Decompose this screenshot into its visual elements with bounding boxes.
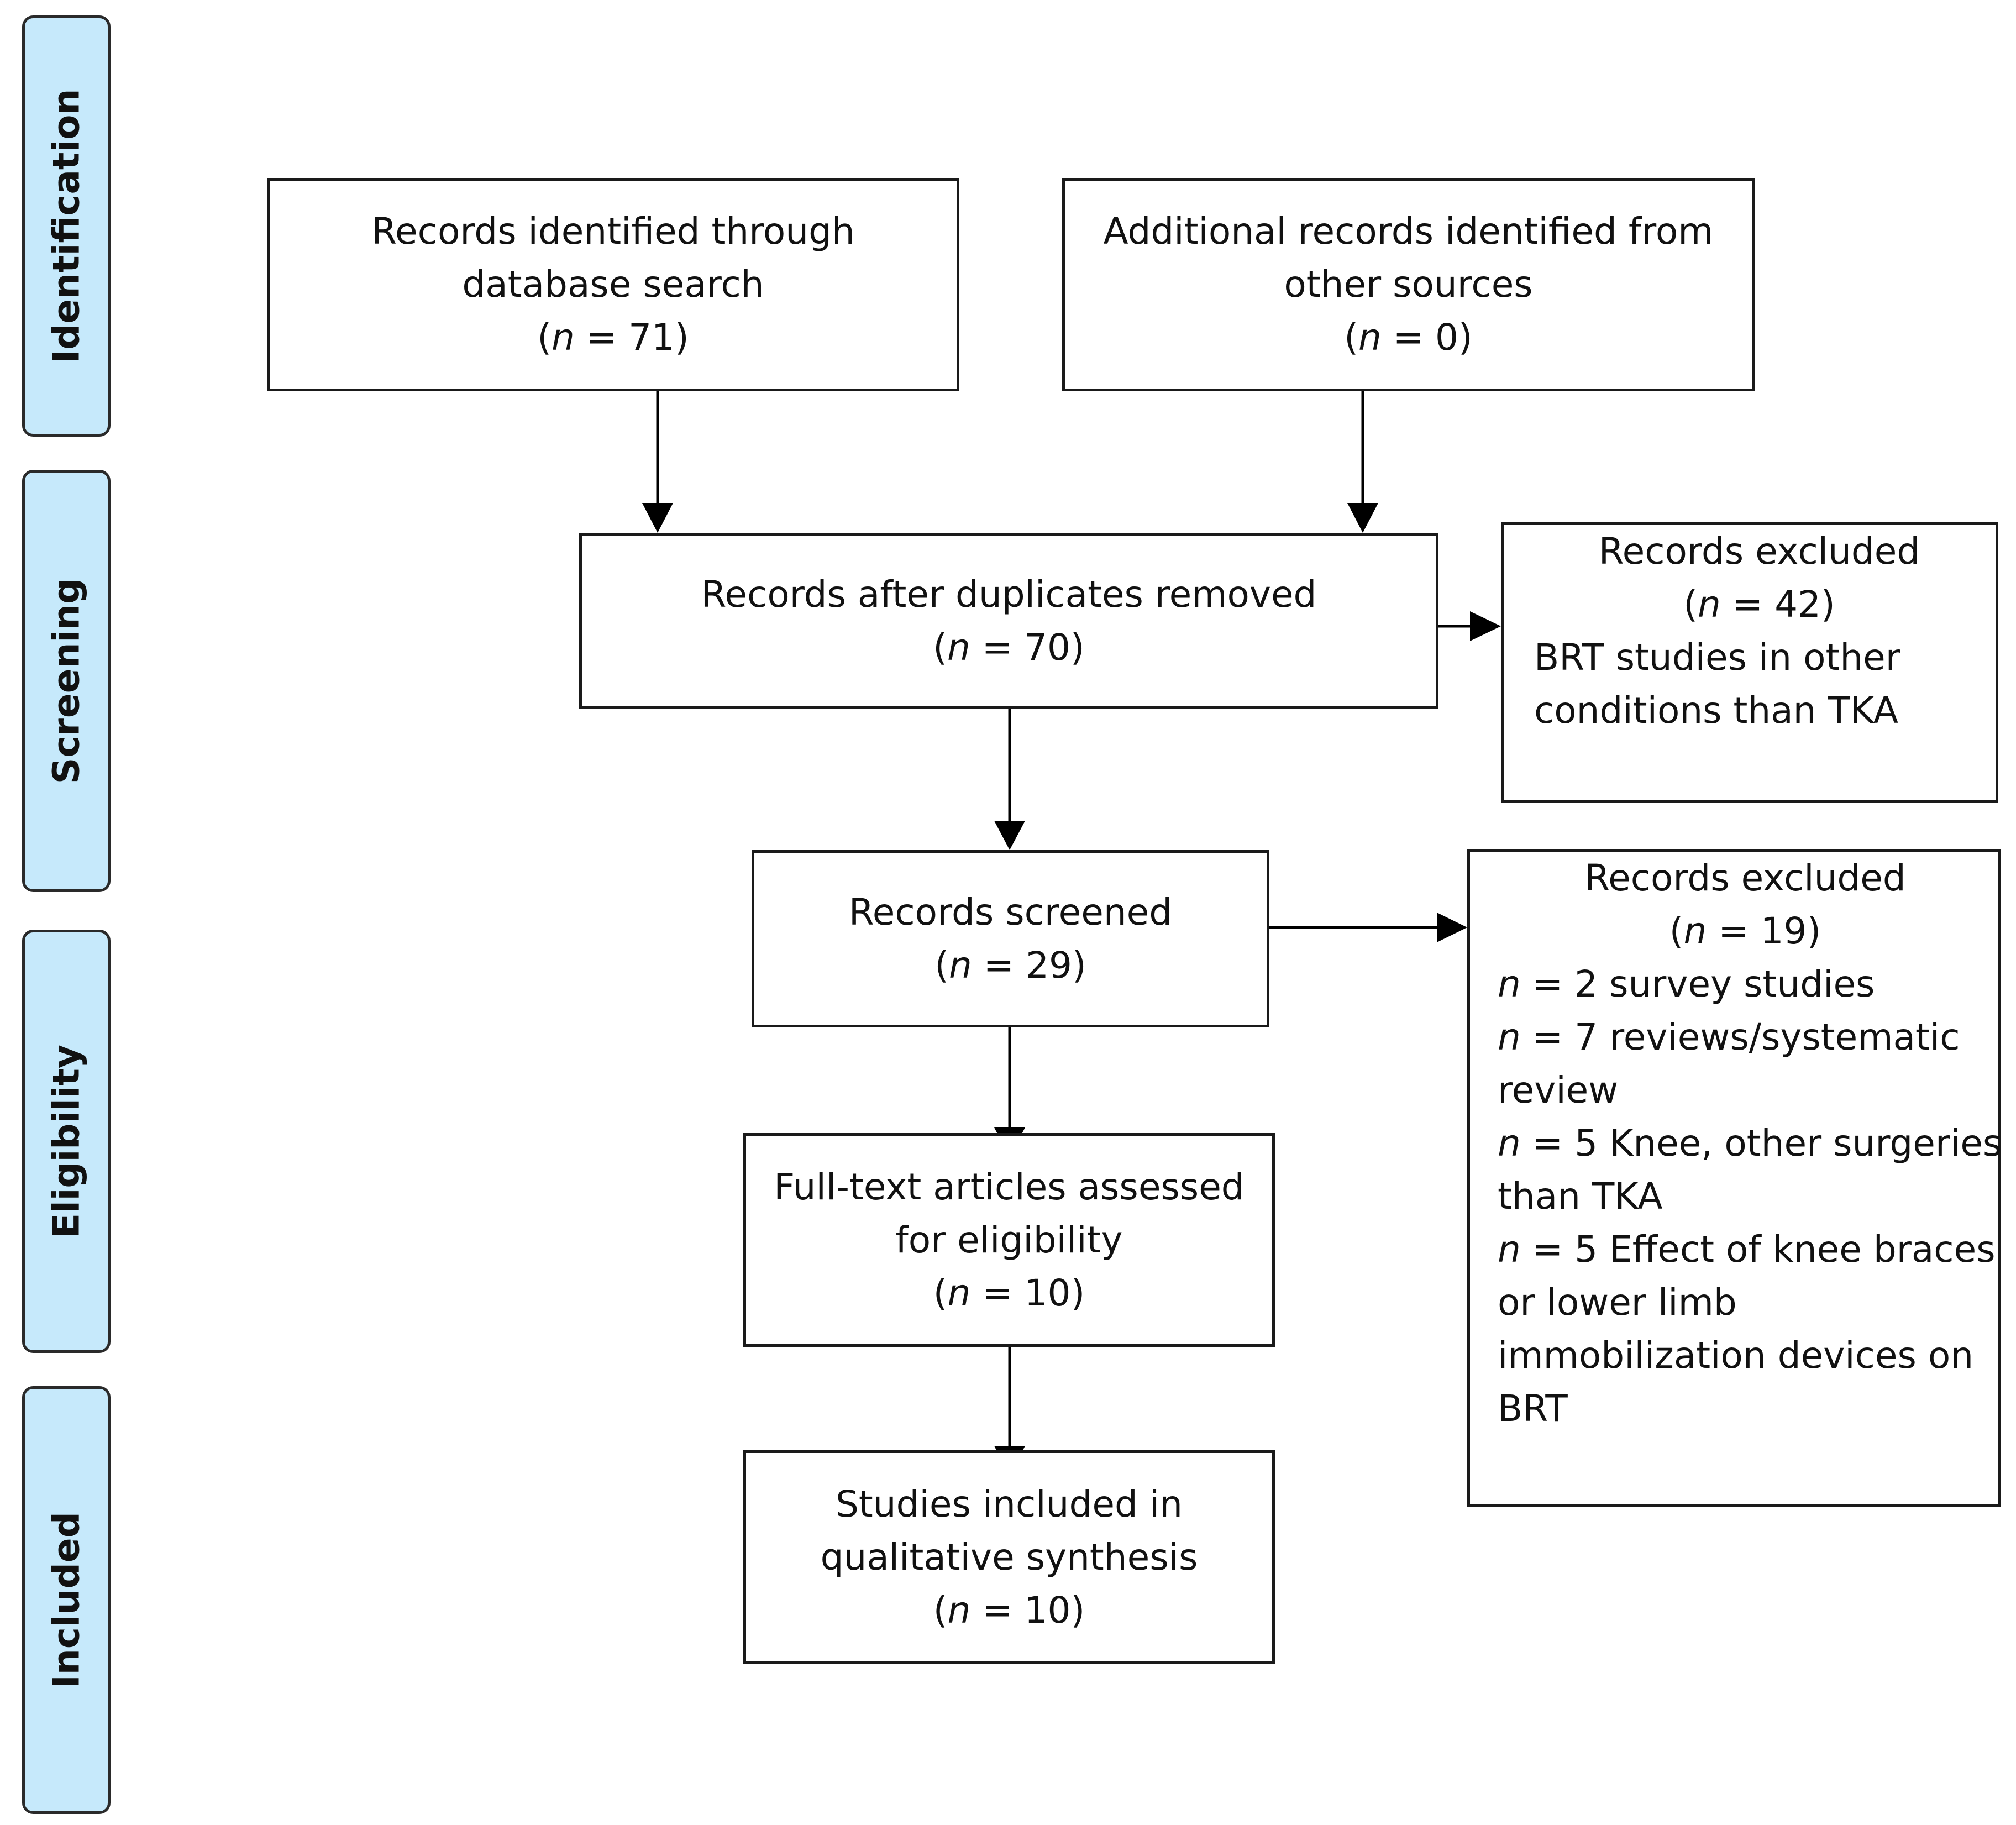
box-text: database search (462, 263, 764, 306)
box-after-duplicates: Records after duplicates removed (n = 70… (579, 533, 1439, 709)
box-count: (n = 10) (933, 1588, 1085, 1632)
excluded-reason: BRT studies in other (1534, 636, 1901, 679)
n-symbol: n (1683, 910, 1707, 952)
box-text: Studies included in (836, 1482, 1183, 1525)
n-symbol: n (1358, 316, 1382, 359)
box-text: Records after duplicates removed (701, 573, 1317, 616)
exclusion-item: n = 5 Knee, other surgeries (1498, 1117, 2002, 1170)
excluded-count: (n = 42) (1683, 583, 1835, 626)
arrowhead-down-icon (1347, 503, 1378, 533)
box-text: Full-text articles assessed (774, 1165, 1245, 1208)
box-text: qualitative synthesis (820, 1535, 1198, 1578)
exclusion-text-continued: or lower limb (1498, 1281, 1737, 1324)
arrowhead-right-icon (1470, 611, 1501, 641)
count-value: 10 (1024, 1271, 1071, 1314)
box-count: (n = 70) (933, 626, 1085, 669)
count-value: 19 (1760, 910, 1807, 952)
n-symbol: n (1697, 583, 1721, 626)
count-value: 29 (1026, 943, 1073, 987)
excluded-reason: conditions than TKA (1534, 689, 1899, 732)
box-records-screened: Records screened (n = 29) (752, 850, 1269, 1027)
box-studies-included: Studies included in qualitative synthesi… (743, 1450, 1275, 1664)
box-count: (n = 10) (933, 1271, 1085, 1314)
exclusion-text-continued: review (1498, 1069, 1619, 1111)
arrowhead-down-icon (642, 503, 673, 533)
stage-included: Included (22, 1386, 111, 1814)
n-symbol: n (1498, 1016, 1521, 1058)
n-symbol: n (947, 626, 970, 669)
stage-identification: Identification (22, 15, 111, 437)
arrowhead-right-icon (1437, 912, 1467, 942)
exclusion-text: = 7 reviews/systematic (1520, 1016, 1960, 1058)
exclusion-text-continued: than TKA (1498, 1175, 1663, 1218)
exclusion-text-continued: immobilization devices on (1498, 1334, 1974, 1377)
n-symbol: n (1498, 1228, 1521, 1271)
exclusion-text-continued: BRT (1498, 1387, 1568, 1430)
stage-label: Included (45, 1512, 88, 1688)
box-text: other sources (1284, 263, 1533, 306)
exclusion-item: n = 7 reviews/systematic (1498, 1011, 1993, 1064)
count-value: 71 (628, 316, 675, 359)
count-value: 42 (1775, 583, 1821, 626)
stage-screening: Screening (22, 470, 111, 892)
box-count: (n = 29) (935, 943, 1086, 987)
exclusion-text: = 2 survey studies (1520, 963, 1875, 1005)
stage-label: Screening (45, 578, 88, 784)
n-symbol: n (1498, 1122, 1521, 1165)
excluded-title: Records excluded (1584, 857, 1906, 899)
n-symbol: n (947, 1588, 971, 1632)
exclusion-text: = 5 Knee, other surgeries (1520, 1122, 2002, 1165)
n-symbol: n (1498, 963, 1521, 1005)
n-symbol: n (948, 943, 972, 987)
box-other-sources: Additional records identified from other… (1062, 178, 1755, 391)
box-text: for eligibility (895, 1218, 1123, 1261)
box-text: Records screened (848, 890, 1173, 934)
exclusion-item: n = 2 survey studies (1498, 958, 1993, 1011)
stage-eligibility: Eligibility (22, 930, 111, 1353)
box-count: (n = 71) (537, 316, 689, 359)
excluded-title: Records excluded (1598, 530, 1920, 573)
count-value: 0 (1435, 316, 1459, 359)
box-excluded-2: Records excluded (n = 19) n = 2 survey s… (1467, 849, 2002, 1507)
box-database-search: Records identified through database sear… (267, 178, 959, 391)
n-symbol: n (551, 316, 575, 359)
box-text: Records identified through (371, 210, 855, 253)
box-full-text: Full-text articles assessed for eligibil… (743, 1133, 1275, 1347)
count-value: 10 (1024, 1588, 1071, 1632)
excluded-count: (n = 19) (1669, 910, 1821, 952)
box-text: Additional records identified from (1103, 210, 1714, 253)
exclusion-text: = 5 Effect of knee braces (1520, 1228, 1996, 1271)
stage-label: Eligibility (45, 1045, 88, 1238)
box-count: (n = 0) (1344, 316, 1473, 359)
count-value: 70 (1024, 626, 1071, 669)
box-excluded-1: Records excluded (n = 42) BRT studies in… (1501, 522, 1998, 803)
arrowhead-down-icon (994, 821, 1025, 850)
exclusion-item: n = 5 Effect of knee braces (1498, 1223, 1996, 1276)
n-symbol: n (947, 1271, 971, 1314)
stage-label: Identification (45, 88, 88, 364)
